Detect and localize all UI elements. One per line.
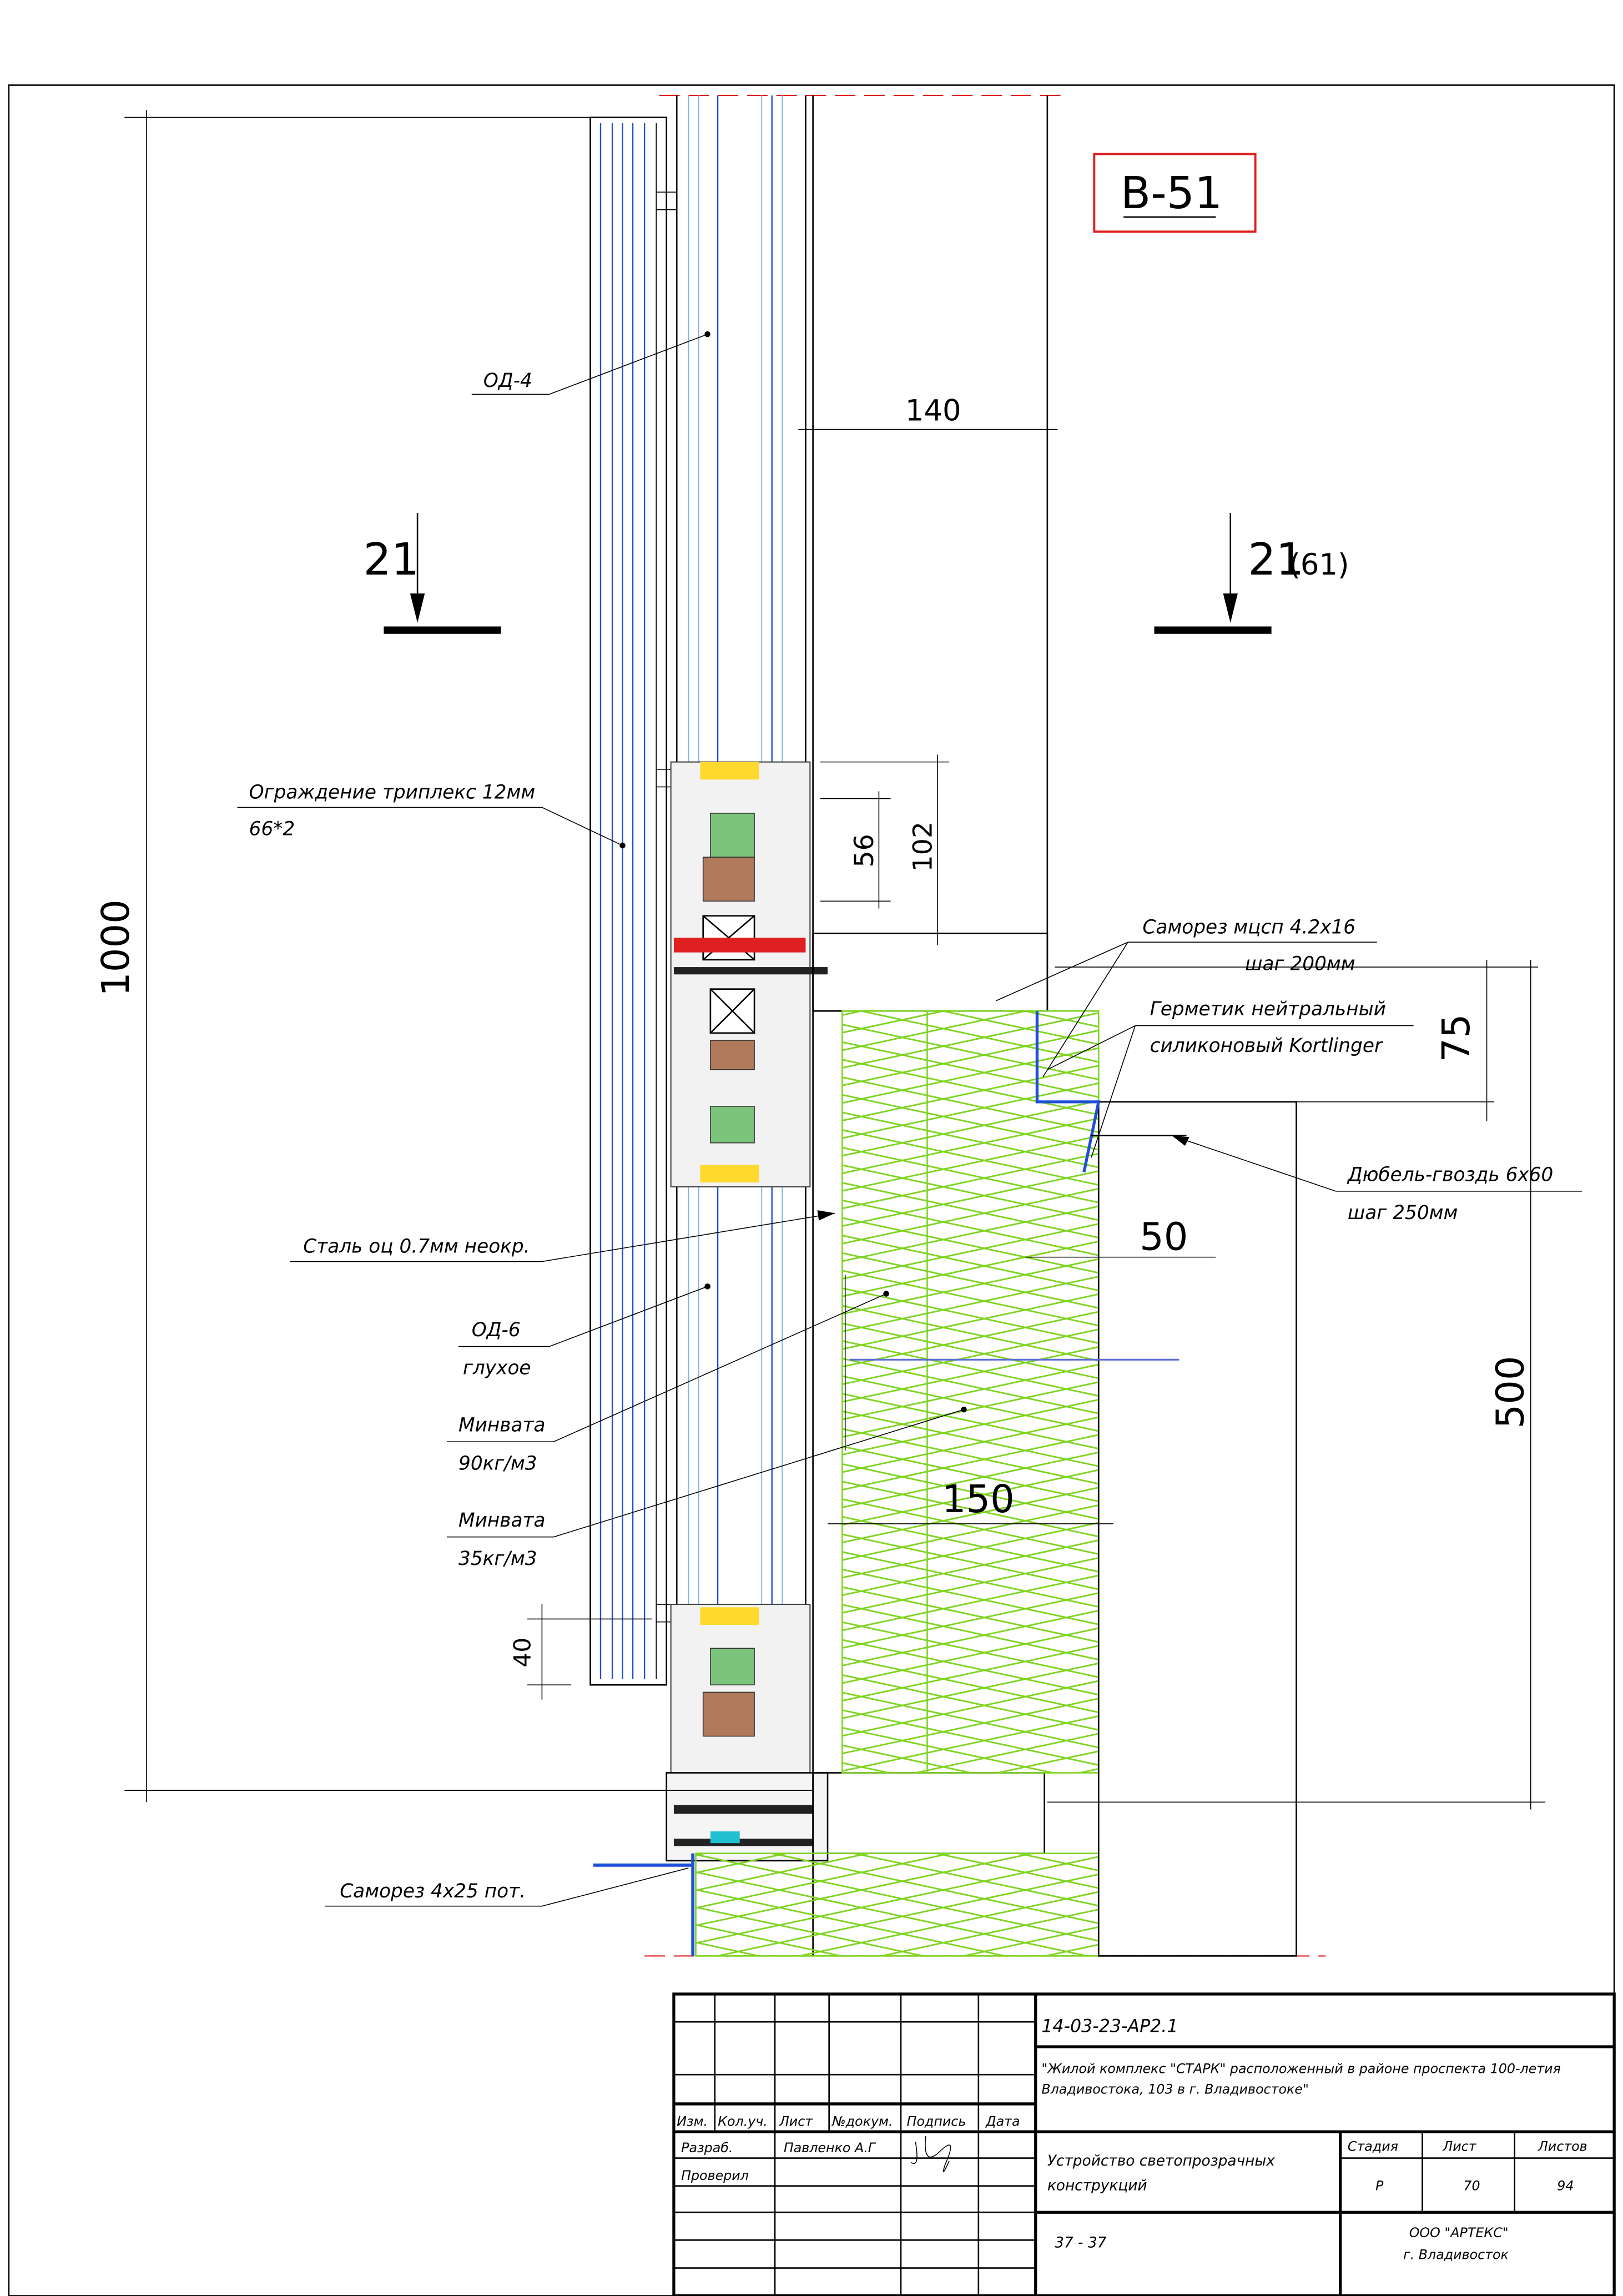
svg-text:Проверил: Проверил xyxy=(681,2168,749,2183)
slab-edge xyxy=(812,933,1049,1012)
callout-screw-4x25: Саморез 4х25 пот. xyxy=(325,1867,689,1907)
svg-text:66*2: 66*2 xyxy=(249,818,295,840)
svg-text:75: 75 xyxy=(1434,1014,1479,1062)
dimension-102: 102 xyxy=(820,754,950,945)
dimension-1000: 1000 xyxy=(94,110,813,1802)
svg-text:Дата: Дата xyxy=(985,2114,1020,2129)
sheet-border xyxy=(8,84,1615,2296)
sheet-title-1: Устройство светопрозрачных xyxy=(1047,2153,1275,2169)
railing-glass xyxy=(589,117,678,1686)
svg-text:1000: 1000 xyxy=(94,899,138,996)
svg-text:Герметик нейтральный: Герметик нейтральный xyxy=(1150,998,1386,1020)
svg-text:Лист: Лист xyxy=(779,2114,813,2129)
callout-steel: Сталь оц 0.7мм неокр. xyxy=(290,1210,835,1262)
svg-text:Изм.: Изм. xyxy=(677,2114,708,2129)
svg-text:Ограждение триплекс 12мм: Ограждение триплекс 12мм xyxy=(249,782,536,804)
concrete-wall xyxy=(1097,1101,1297,1957)
project-line-1: "Жилой комплекс "СТАРК" расположенный в … xyxy=(1041,2061,1561,2077)
view-tag: В-51 xyxy=(1093,153,1257,233)
svg-text:Подпись: Подпись xyxy=(907,2114,966,2129)
svg-text:150: 150 xyxy=(942,1477,1015,1522)
sill-beam xyxy=(812,1772,1045,1854)
svg-text:Лист: Лист xyxy=(1442,2138,1476,2154)
callout-od6: ОД-6 глухое xyxy=(458,1283,710,1379)
sheet-value: 70 xyxy=(1463,2178,1480,2194)
svg-text:Минвата: Минвата xyxy=(458,1414,546,1437)
svg-text:(61): (61) xyxy=(1289,548,1349,582)
svg-text:Дюбель-гвоздь 6х60: Дюбель-гвоздь 6х60 xyxy=(1347,1164,1553,1186)
svg-text:Разраб.: Разраб. xyxy=(681,2140,733,2156)
callout-sealant: Герметик нейтральный силиконовый Kortlin… xyxy=(1047,998,1414,1158)
svg-text:глухое: глухое xyxy=(463,1357,531,1379)
svg-text:Саморез 4х25 пот.: Саморез 4х25 пот. xyxy=(340,1880,526,1902)
company-city: г. Владивосток xyxy=(1403,2247,1509,2263)
dimension-56: 56 xyxy=(820,791,891,909)
title-block: 14-03-23-АР2.1 "Жилой комплекс "СТАРК" р… xyxy=(672,1992,1616,2296)
dimension-140: 140 xyxy=(798,394,1058,430)
mineral-wool-lower xyxy=(695,1852,1100,1957)
svg-text:шаг 250мм: шаг 250мм xyxy=(1348,1202,1458,1224)
callout-railing: Ограждение триплекс 12мм 66*2 xyxy=(237,782,626,849)
svg-text:Сталь оц 0.7мм неокр.: Сталь оц 0.7мм неокр. xyxy=(303,1236,530,1258)
window-profile-upper xyxy=(670,761,828,1187)
dimension-50: 50 xyxy=(1025,1215,1216,1259)
steel-flashing xyxy=(1035,1011,1101,1173)
callout-wool-90: Минвата 90кг/м3 xyxy=(446,1291,889,1474)
dimension-500: 500 xyxy=(1047,959,1546,1810)
dimension-40: 40 xyxy=(508,1604,652,1700)
section-mark-right: 21 (61) xyxy=(1154,512,1349,634)
svg-text:35кг/м3: 35кг/м3 xyxy=(458,1548,537,1570)
mineral-wool-insulation xyxy=(841,1010,1100,1774)
svg-text:шаг 200мм: шаг 200мм xyxy=(1245,953,1355,975)
svg-text:Стадия: Стадия xyxy=(1348,2138,1398,2154)
svg-text:Листов: Листов xyxy=(1538,2138,1587,2154)
svg-text:90кг/м3: 90кг/м3 xyxy=(458,1452,537,1474)
callout-wool-35: Минвата 35кг/м3 xyxy=(446,1406,967,1570)
svg-text:21: 21 xyxy=(1248,534,1304,585)
svg-text:Минвата: Минвата xyxy=(458,1509,546,1532)
svg-text:ОД-4: ОД-4 xyxy=(483,370,532,392)
signature xyxy=(911,2136,951,2172)
view-tag-text: В-51 xyxy=(1121,168,1223,219)
callout-od4: ОД-4 xyxy=(471,331,710,395)
svg-text:500: 500 xyxy=(1489,1356,1533,1428)
axes: 37 - 37 xyxy=(1055,2235,1107,2252)
svg-text:56: 56 xyxy=(849,834,880,867)
callout-screw-4.2x16: Саморез мцсп 4.2х16 шаг 200мм xyxy=(996,916,1377,1077)
svg-text:силиконовый Kortlinger: силиконовый Kortlinger xyxy=(1150,1035,1383,1057)
stage-value: Р xyxy=(1375,2178,1384,2194)
project-line-2: Владивостока, 103 в г. Владивостоке" xyxy=(1041,2081,1309,2097)
sheets-value: 94 xyxy=(1557,2178,1574,2194)
svg-text:102: 102 xyxy=(908,822,938,872)
window-profile-lower xyxy=(666,1603,829,1862)
svg-text:21: 21 xyxy=(363,534,419,585)
developer-name: Павленко А.Г xyxy=(784,2140,876,2156)
svg-text:Кол.уч.: Кол.уч. xyxy=(718,2114,768,2129)
section-mark-left: 21 xyxy=(363,512,501,634)
svg-text:40: 40 xyxy=(508,1638,536,1668)
steel-flashing-lower xyxy=(593,1853,695,1956)
dimension-150: 150 xyxy=(828,1477,1113,1524)
svg-text:50: 50 xyxy=(1140,1215,1188,1259)
drawing-code: 14-03-23-АР2.1 xyxy=(1041,2017,1178,2037)
sheet-title-2: конструкций xyxy=(1047,2178,1147,2194)
svg-text:№докум.: №докум. xyxy=(831,2114,893,2129)
company-name: ООО "АРТЕКС" xyxy=(1409,2225,1509,2240)
svg-text:Саморез мцсп 4.2х16: Саморез мцсп 4.2х16 xyxy=(1142,916,1355,938)
dimension-75: 75 xyxy=(1055,959,1538,1121)
svg-text:ОД-6: ОД-6 xyxy=(472,1319,521,1341)
svg-text:140: 140 xyxy=(905,394,961,428)
callout-dowel-nail: Дюбель-гвоздь 6х60 шаг 250мм xyxy=(1171,1135,1582,1224)
